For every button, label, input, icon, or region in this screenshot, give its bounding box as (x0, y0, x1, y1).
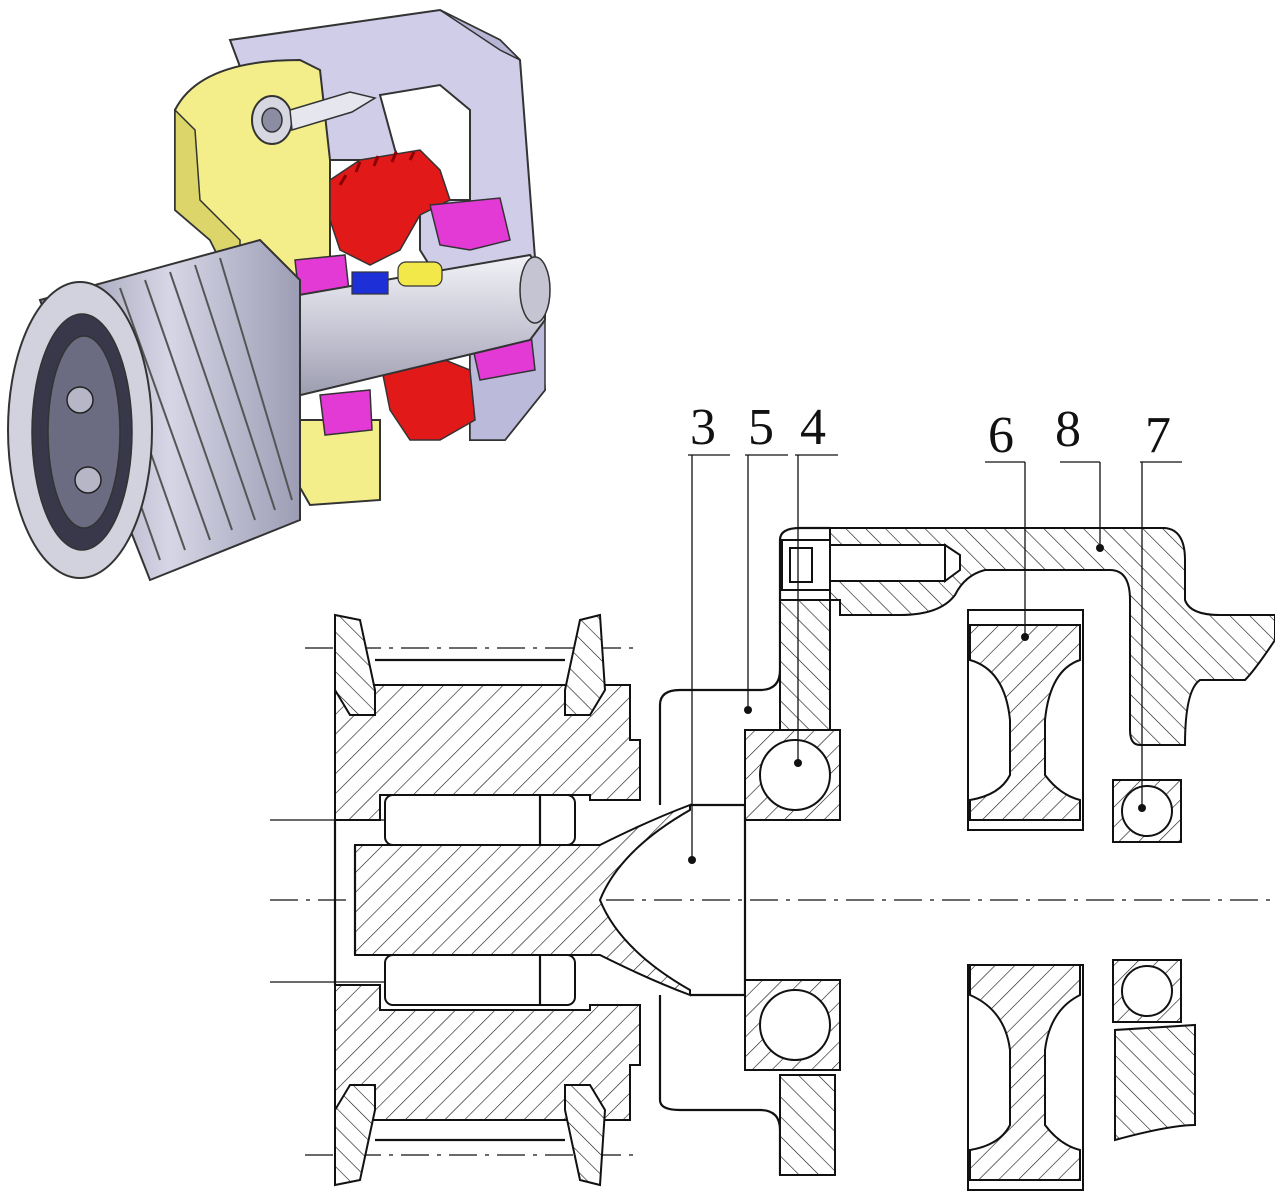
callout-label-7: 7 (1145, 407, 1171, 464)
callout-label-4: 4 (800, 399, 826, 456)
leader-lines (688, 454, 1182, 864)
bearing-4-upper (744, 729, 841, 821)
gear-3d (329, 149, 476, 441)
callout-label-6: 6 (988, 407, 1014, 464)
cover-outline-section (658, 526, 836, 1176)
render-3d (7, 8, 551, 582)
section-drawing (270, 454, 1275, 1191)
bearing-7-lower (1112, 959, 1182, 1023)
callout-label-3: 3 (690, 399, 716, 456)
callout-label-5: 5 (748, 399, 774, 456)
pulley-3d (7, 238, 301, 582)
shaft-section (333, 803, 747, 997)
bolt-section (781, 539, 961, 591)
pins-section (384, 794, 576, 1006)
gear-6-upper (967, 609, 1084, 831)
bearing-4-lower (744, 979, 841, 1071)
housing-section (829, 527, 1275, 1142)
pulley-section (334, 613, 641, 1187)
gear-6-lower (967, 964, 1084, 1191)
bearing-7-upper (1112, 779, 1182, 843)
bolt-3d (251, 91, 377, 145)
callout-label-8: 8 (1055, 401, 1081, 458)
